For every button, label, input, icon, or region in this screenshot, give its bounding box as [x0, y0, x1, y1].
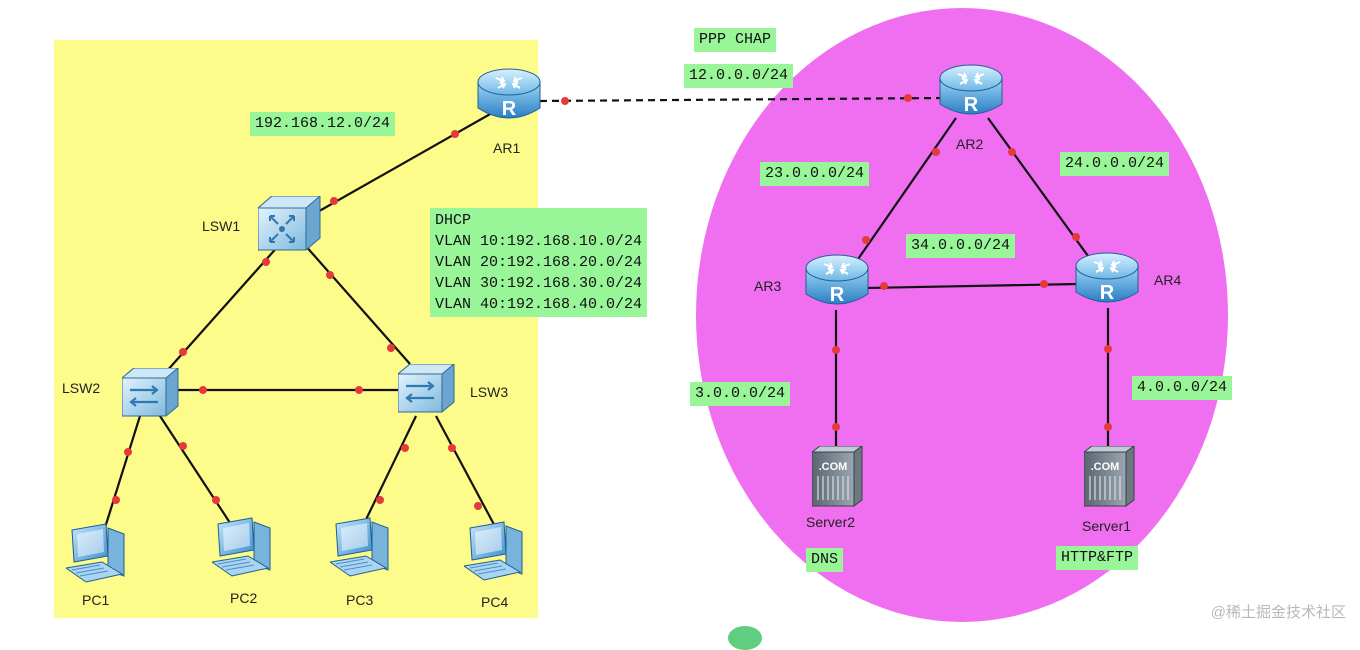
- dhcp-vlan-line: VLAN 40:192.168.40.0/24: [435, 296, 643, 313]
- device-label-lsw1: LSW1: [202, 218, 241, 234]
- link-ar2-ar3: [855, 117, 957, 263]
- port-dot: [401, 444, 409, 452]
- device-label-lsw2: LSW2: [62, 380, 101, 396]
- device-label-ar4: AR4: [1154, 272, 1182, 288]
- watermark: @稀土掘金技术社区: [1210, 604, 1346, 621]
- router-icon[interactable]: R: [804, 254, 872, 316]
- link-ar1-ar2: [539, 96, 945, 103]
- svg-text:R: R: [502, 98, 517, 120]
- pc-icon[interactable]: [212, 516, 272, 578]
- switch-icon[interactable]: [398, 364, 456, 414]
- subnet-label-24: 24.0.0.0/24: [1060, 152, 1170, 176]
- switch-icon[interactable]: [122, 368, 180, 418]
- link-lsw3-pc4: [435, 415, 499, 533]
- port-dot: [1072, 233, 1080, 241]
- port-dot: [387, 344, 395, 352]
- port-dot: [1040, 280, 1048, 288]
- dhcp-vlan-line: VLAN 30:192.168.30.0/24: [435, 275, 643, 292]
- router-icon[interactable]: R: [1074, 252, 1142, 314]
- link-lsw2-pc2: [159, 415, 237, 533]
- port-dot: [376, 496, 384, 504]
- green-circle-partial: [728, 626, 762, 650]
- port-dot: [448, 444, 456, 452]
- pc-icon[interactable]: [66, 522, 126, 584]
- subnet-label-34: 34.0.0.0/24: [906, 234, 1016, 258]
- port-dot: [904, 94, 912, 102]
- port-dot: [1008, 148, 1016, 156]
- device-label-pc2: PC2: [230, 590, 258, 606]
- device-label-lsw3: LSW3: [470, 384, 509, 400]
- port-dot: [199, 386, 207, 394]
- port-dot: [832, 346, 840, 354]
- port-dot: [330, 197, 338, 205]
- pc-icon[interactable]: [330, 516, 390, 578]
- subnet-label-12: 12.0.0.0/24: [684, 64, 794, 88]
- link-lsw3-pc3: [359, 415, 417, 533]
- subnet-label-3: 3.0.0.0/24: [690, 382, 791, 406]
- device-label-ar1: AR1: [493, 140, 521, 156]
- pc-icon[interactable]: [464, 520, 524, 582]
- port-dot: [862, 236, 870, 244]
- ppp-chap-label: PPP CHAP: [694, 28, 777, 52]
- link-lsw1-lsw3: [303, 243, 411, 365]
- subnet-label-192-168-12: 192.168.12.0/24: [250, 112, 396, 136]
- service-label-http-ftp: HTTP&FTP: [1056, 546, 1139, 570]
- device-label-server2: Server2: [806, 514, 856, 530]
- device-label-server1: Server1: [1082, 518, 1132, 534]
- device-label-ar3: AR3: [754, 278, 782, 294]
- link-lsw2-pc1: [101, 415, 142, 535]
- dhcp-info-box: DHCP VLAN 10:192.168.10.0/24 VLAN 20:192…: [430, 208, 648, 317]
- port-dot: [880, 282, 888, 290]
- port-dot: [124, 448, 132, 456]
- port-dot: [1104, 345, 1112, 353]
- server-icon[interactable]: .COM: [812, 446, 864, 508]
- subnet-label-4: 4.0.0.0/24: [1132, 376, 1233, 400]
- port-dot: [451, 130, 459, 138]
- port-dot: [832, 423, 840, 431]
- device-label-pc4: PC4: [481, 594, 509, 610]
- subnet-label-23: 23.0.0.0/24: [760, 162, 870, 186]
- port-dot: [932, 148, 940, 156]
- router-icon[interactable]: R: [476, 68, 544, 130]
- dhcp-vlan-line: VLAN 20:192.168.20.0/24: [435, 254, 643, 271]
- device-label-pc3: PC3: [346, 592, 374, 608]
- device-label-pc1: PC1: [82, 592, 110, 608]
- port-dot: [179, 442, 187, 450]
- svg-text:R: R: [830, 284, 845, 306]
- svg-text:.COM: .COM: [1091, 461, 1120, 473]
- port-dot: [561, 97, 569, 105]
- port-dot: [355, 386, 363, 394]
- port-dot: [1104, 423, 1112, 431]
- core-switch-icon[interactable]: [258, 196, 322, 252]
- device-label-ar2: AR2: [956, 136, 984, 152]
- link-ar1-lsw1: [313, 112, 493, 215]
- port-dot: [112, 496, 120, 504]
- router-icon[interactable]: R: [938, 64, 1006, 126]
- dhcp-vlan-line: VLAN 10:192.168.10.0/24: [435, 233, 643, 250]
- svg-text:R: R: [1100, 282, 1115, 304]
- port-dot: [212, 496, 220, 504]
- dhcp-title: DHCP: [435, 212, 472, 229]
- port-dot: [474, 502, 482, 510]
- port-dot: [262, 258, 270, 266]
- server-icon[interactable]: .COM: [1084, 446, 1136, 508]
- service-label-dns: DNS: [806, 548, 844, 572]
- port-dot: [326, 271, 334, 279]
- port-dot: [179, 348, 187, 356]
- link-ar2-ar4: [987, 117, 1089, 257]
- svg-text:R: R: [964, 94, 979, 116]
- svg-text:.COM: .COM: [819, 461, 848, 473]
